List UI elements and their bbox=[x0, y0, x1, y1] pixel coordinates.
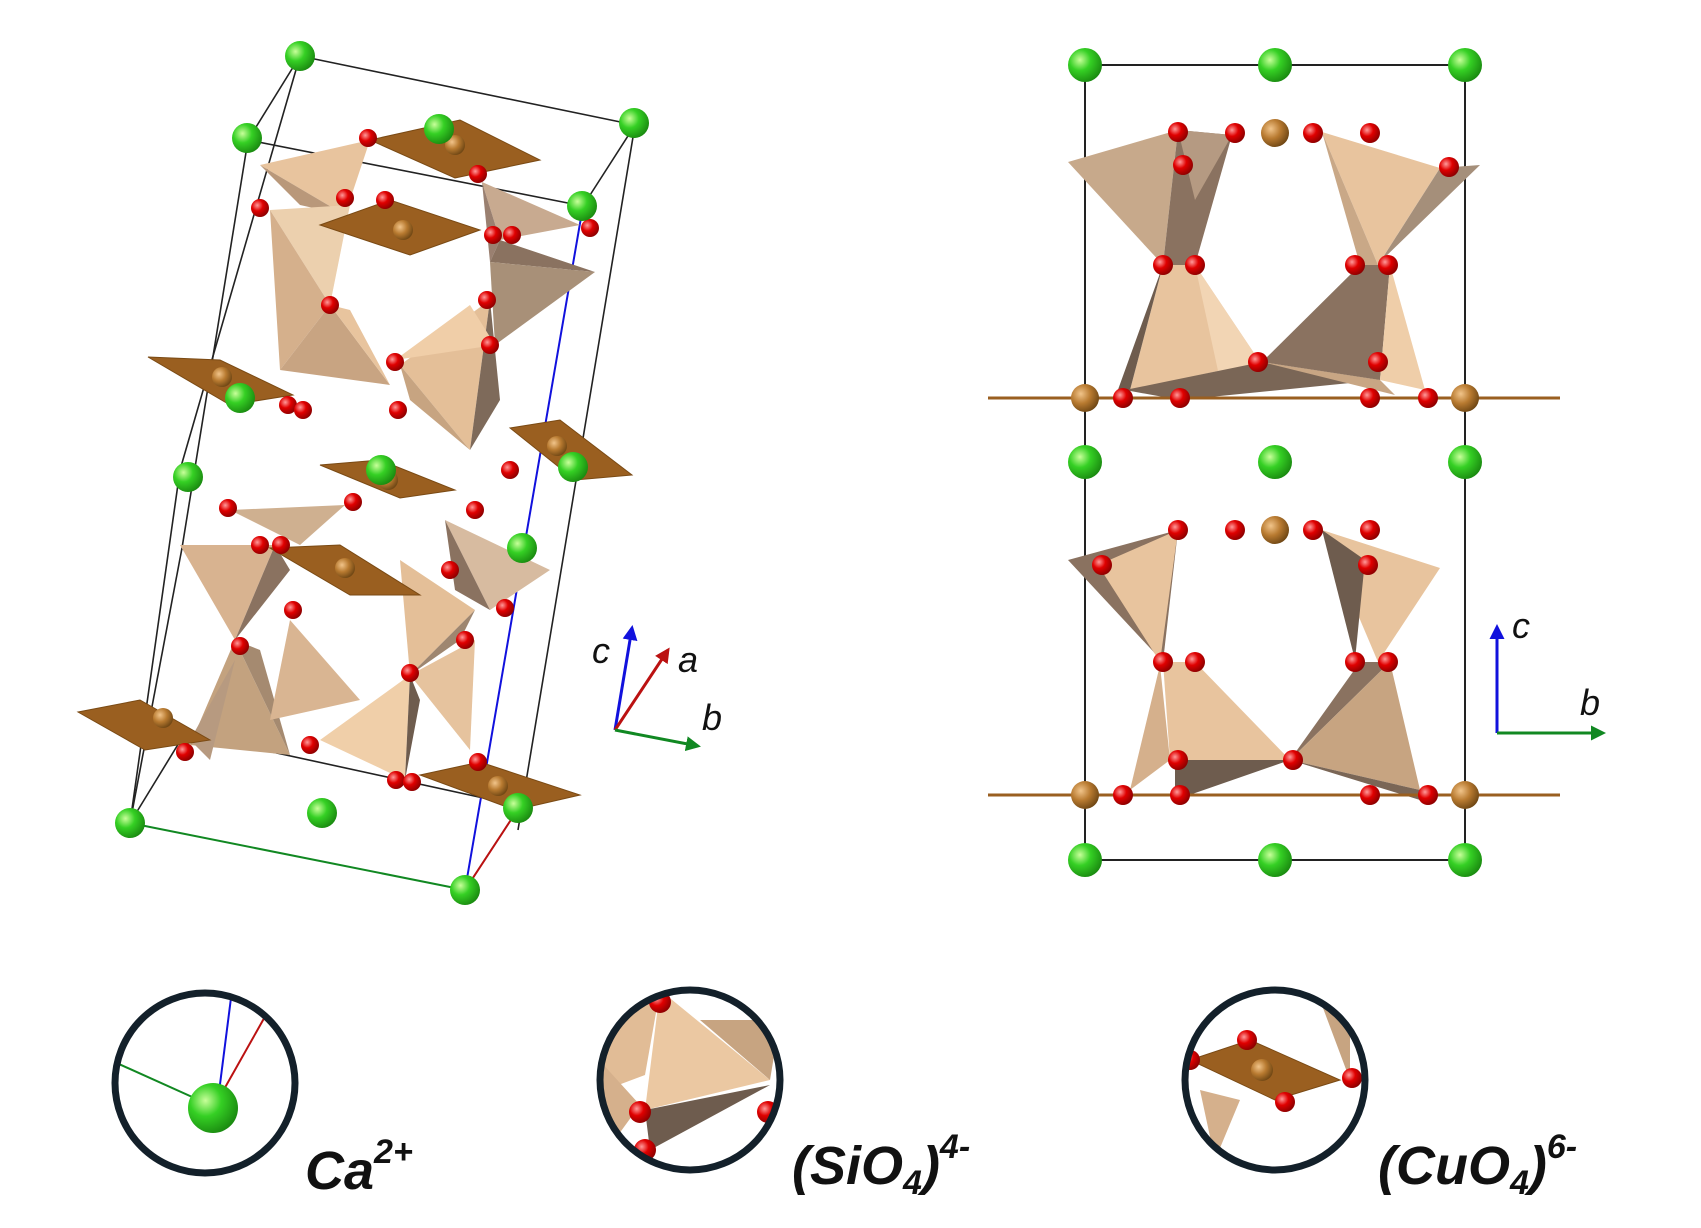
silicate-tetrahedra-lower-projection bbox=[1068, 530, 1440, 800]
silicate-tetrahedra-upper bbox=[260, 140, 595, 450]
axis-label-a: a bbox=[678, 639, 698, 680]
axis-label-b: b bbox=[702, 697, 722, 738]
cell-edge-b bbox=[129, 822, 466, 891]
legend-inset-cuo4 bbox=[1181, 986, 1369, 1174]
legend-label-calcium: Ca2+ bbox=[305, 1133, 413, 1201]
silicate-tetrahedra-lower bbox=[180, 505, 550, 780]
legend-label-cuo4: (CuO4)6- bbox=[1378, 1128, 1578, 1202]
axis-label-b-projection: b bbox=[1580, 682, 1600, 723]
oxygen-atoms-projection bbox=[1092, 122, 1459, 805]
legend-inset-silicate bbox=[596, 986, 784, 1174]
oxygen-atoms-oblique bbox=[176, 129, 599, 791]
oblique-unit-cell-view: c a b bbox=[76, 41, 722, 905]
legend-label-silicate: (SiO4)4- bbox=[792, 1128, 971, 1202]
silicate-tetrahedra-upper-projection bbox=[1068, 130, 1480, 400]
calcium-atoms-oblique bbox=[115, 41, 649, 905]
axis-triad-oblique: c a b bbox=[592, 625, 722, 752]
axis-triad-projection: c b bbox=[1489, 605, 1606, 741]
projection-view-bc: c b bbox=[988, 48, 1606, 877]
axis-label-c-projection: c bbox=[1512, 605, 1530, 646]
copper-atoms-projection bbox=[1071, 119, 1479, 809]
calcium-atoms-projection bbox=[1068, 48, 1482, 877]
legend-inset-calcium bbox=[111, 989, 299, 1177]
axis-label-c: c bbox=[592, 630, 610, 671]
